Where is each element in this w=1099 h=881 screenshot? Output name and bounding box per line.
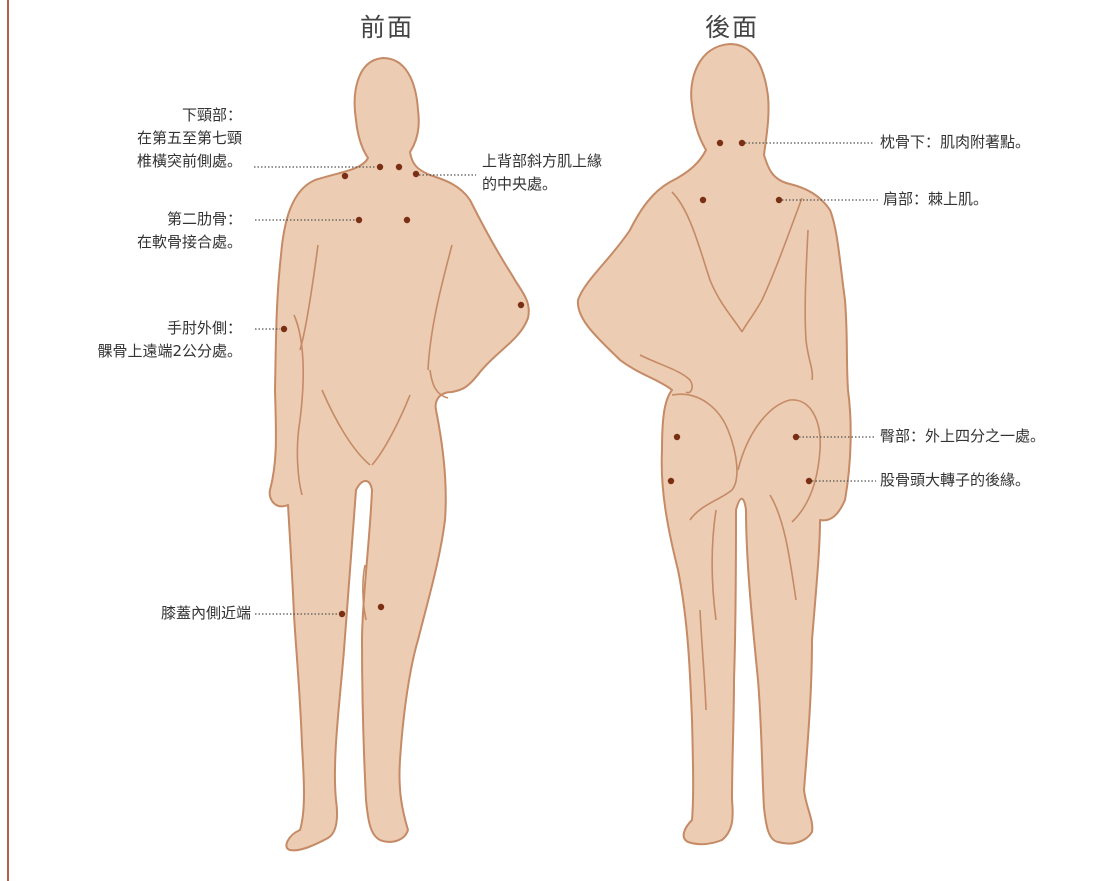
tender-point-second-rib-right xyxy=(404,217,410,223)
tender-point-elbow-left xyxy=(281,326,287,332)
back-body-silhouette xyxy=(578,44,851,844)
label-shoulder: 肩部：棘上肌。 xyxy=(883,188,988,211)
label-second-rib: 第二肋骨： 在軟骨接合處。 xyxy=(137,208,242,254)
tender-point-occiput-left xyxy=(717,140,723,146)
label-lower-neck-line-2: 在第五至第七頸 xyxy=(137,127,242,150)
label-elbow: 手肘外側： 髁骨上遠端2公分處。 xyxy=(97,317,242,363)
tender-point-lower-neck-left xyxy=(377,164,383,170)
label-second-rib-line-1: 第二肋骨： xyxy=(137,208,242,231)
label-lower-neck-line-3: 椎橫突前側處。 xyxy=(137,150,242,173)
label-trochanter: 股骨頭大轉子的後緣。 xyxy=(880,469,1030,492)
tender-point-second-rib-left xyxy=(356,217,362,223)
label-lower-neck-line-1: 下頸部： xyxy=(137,104,242,127)
label-trapezius: 上背部斜方肌上緣 的中央處。 xyxy=(482,150,602,196)
tender-point-occiput-right xyxy=(739,140,745,146)
tender-point-lower-neck-right xyxy=(396,164,402,170)
label-elbow-line-2: 髁骨上遠端2公分處。 xyxy=(97,340,242,363)
label-occiput: 枕骨下：肌肉附著點。 xyxy=(880,131,1030,154)
tender-point-knee-left xyxy=(339,611,345,617)
label-gluteal: 臀部：外上四分之一處。 xyxy=(880,425,1045,448)
label-second-rib-line-2: 在軟骨接合處。 xyxy=(137,231,242,254)
tender-point-gluteal-left xyxy=(674,434,680,440)
tender-point-shoulder-left xyxy=(700,197,706,203)
tender-point-trochanter-left xyxy=(668,478,674,484)
tender-point-elbow-right xyxy=(518,302,524,308)
label-knee: 膝蓋內側近端 xyxy=(161,602,251,625)
tender-point-knee-right xyxy=(378,604,384,610)
label-lower-neck: 下頸部： 在第五至第七頸 椎橫突前側處。 xyxy=(137,104,242,173)
tender-point-gluteal-right xyxy=(793,434,799,440)
label-trapezius-line-1: 上背部斜方肌上緣 xyxy=(482,150,602,173)
tender-point-shoulder-right xyxy=(776,197,782,203)
label-trapezius-line-2: 的中央處。 xyxy=(482,173,602,196)
label-knee-line-1: 膝蓋內側近端 xyxy=(161,602,251,625)
tender-point-trapezius-left xyxy=(342,173,348,179)
tender-point-trochanter-right xyxy=(806,478,812,484)
tender-point-trapezius-right xyxy=(413,171,419,177)
label-elbow-line-1: 手肘外側： xyxy=(97,317,242,340)
